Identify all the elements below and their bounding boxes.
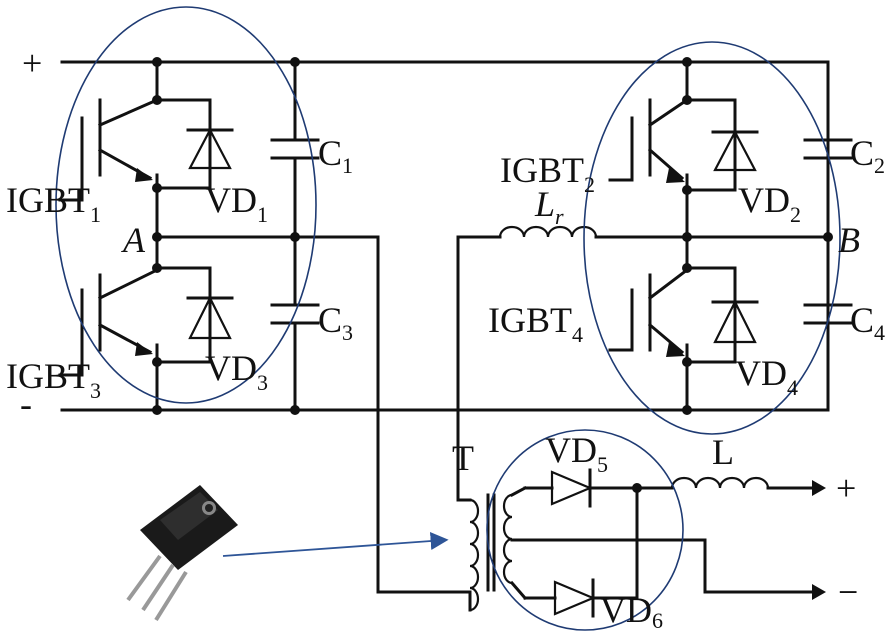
output-rectifier <box>523 468 826 618</box>
label-vd6: VD6 <box>600 590 663 631</box>
pointer-arrow <box>222 532 449 557</box>
left-leg-wiring <box>155 60 472 594</box>
capacitor-c3 <box>270 303 320 325</box>
junction-dots <box>152 57 833 493</box>
label-igbt2: IGBT2 <box>500 150 595 197</box>
label-c2: C2 <box>850 133 885 178</box>
label-c1: C1 <box>318 133 353 178</box>
diode-vd2 <box>685 98 759 192</box>
label-l: L <box>712 432 734 472</box>
capacitor-c1 <box>270 138 320 160</box>
label-c3: C3 <box>318 300 353 345</box>
node-a-label: A <box>121 220 146 260</box>
node-b-label: B <box>838 220 860 260</box>
capacitor-c2 <box>803 138 853 239</box>
highlight-left-leg <box>55 6 317 404</box>
label-lr: Lr <box>534 184 564 229</box>
label-vd2: VD2 <box>738 180 801 227</box>
label-c4: C4 <box>850 300 885 345</box>
diode-vd4 <box>685 266 759 364</box>
label-vd1: VD1 <box>205 180 268 227</box>
diode-vd3 <box>155 266 234 364</box>
terminal-dc-minus: - <box>20 384 32 424</box>
igbt1-symbol <box>58 98 159 202</box>
label-transformer: T <box>452 438 474 478</box>
label-igbt3: IGBT3 <box>6 356 101 403</box>
igbt-package-photo <box>126 485 238 622</box>
transformer-t <box>456 485 707 612</box>
resonant-inductor-lr <box>498 225 604 239</box>
highlight-rectifier <box>486 429 684 631</box>
label-igbt1: IGBT1 <box>6 180 101 227</box>
igbt2-symbol <box>608 97 690 183</box>
diode-vd1 <box>155 98 234 190</box>
right-leg-wiring <box>456 60 830 502</box>
label-vd3: VD3 <box>205 348 268 395</box>
igbt3-symbol <box>58 267 160 377</box>
terminal-dc-plus: + <box>22 43 42 83</box>
label-vd5: VD5 <box>545 430 608 477</box>
label-vd4: VD4 <box>735 353 798 400</box>
highlight-right-leg <box>583 41 841 435</box>
terminal-out-minus: − <box>838 572 858 612</box>
terminal-out-plus: + <box>836 468 856 508</box>
igbt4-symbol <box>608 267 690 357</box>
label-igbt4: IGBT4 <box>488 300 583 347</box>
